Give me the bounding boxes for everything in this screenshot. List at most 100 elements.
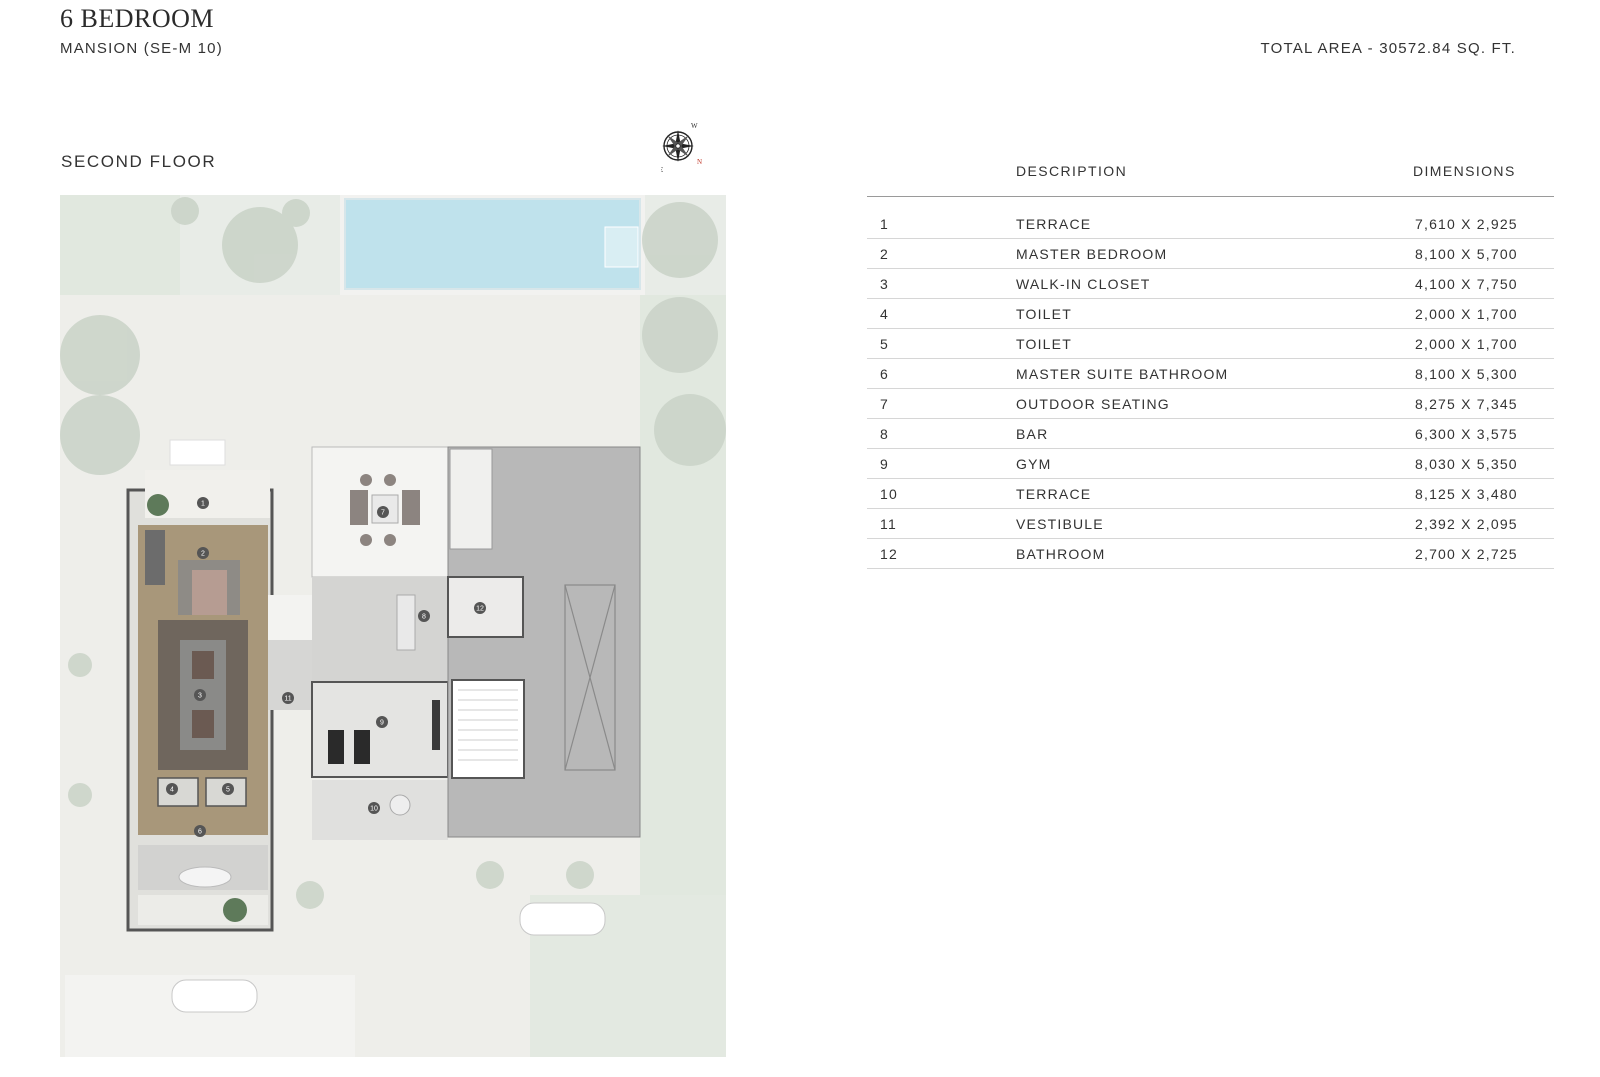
outdoor-chairs: [360, 474, 396, 546]
room-schedule-table: DESCRIPTION DIMENSIONS 1 TERRACE 7,610 X…: [867, 155, 1554, 569]
closet-ottoman-bottom: [192, 710, 214, 738]
roof-hatch: [564, 584, 616, 771]
marker-12: [474, 602, 486, 614]
marker-5-label: 5: [226, 787, 230, 794]
row-number: 2: [880, 246, 889, 262]
row-dimensions: 6,300 X 3,575: [1415, 426, 1518, 442]
row-description: TOILET: [1016, 306, 1072, 322]
compass-west: W: [691, 122, 698, 130]
table-body: 1 TERRACE 7,610 X 2,925 2 MASTER BEDROOM…: [867, 209, 1554, 569]
row-dimensions: 8,100 X 5,700: [1415, 246, 1518, 262]
table-row: 12 BATHROOM 2,700 X 2,725: [867, 539, 1554, 569]
corridor: [268, 595, 313, 640]
table-row: 8 BAR 6,300 X 3,575: [867, 419, 1554, 449]
marker-7-label: 7: [381, 510, 385, 517]
row-description: TOILET: [1016, 336, 1072, 352]
row-dimensions: 2,392 X 2,095: [1415, 516, 1518, 532]
closet-ottoman-top: [192, 651, 214, 679]
compass-icon: W S N E: [661, 122, 702, 174]
stair-treads: [458, 689, 518, 761]
row-description: BATHROOM: [1016, 546, 1106, 562]
row-number: 6: [880, 366, 889, 382]
row-description: WALK-IN CLOSET: [1016, 276, 1151, 292]
marker-11-label: 11: [284, 696, 291, 703]
table-row: 6 MASTER SUITE BATHROOM 8,100 X 5,300: [867, 359, 1554, 389]
car-top: [519, 902, 606, 936]
row-dimensions: 8,125 X 3,480: [1415, 486, 1518, 502]
page-title: 6 BEDROOM: [60, 4, 215, 33]
marker-4: [166, 783, 178, 795]
table-row: 3 WALK-IN CLOSET 4,100 X 7,750: [867, 269, 1554, 299]
header-dimensions: DIMENSIONS: [1413, 163, 1516, 179]
row-number: 3: [880, 276, 889, 292]
bottom-terrace: [138, 895, 268, 925]
car-bottom: [171, 979, 258, 1013]
row-description: VESTIBULE: [1016, 516, 1104, 532]
bathtub: [178, 866, 232, 888]
page-subtitle: MANSION (SE-M 10): [60, 40, 223, 57]
row-dimensions: 4,100 X 7,750: [1415, 276, 1518, 292]
table-row: 7 OUTDOOR SEATING 8,275 X 7,345: [867, 389, 1554, 419]
room-terrace-10: [312, 780, 448, 840]
marker-1-label: 1: [201, 501, 205, 508]
marker-3-label: 3: [198, 693, 202, 700]
marker-8-label: 8: [422, 614, 426, 621]
marker-1: [197, 497, 209, 509]
table-row: 9 GYM 8,030 X 5,350: [867, 449, 1554, 479]
row-description: GYM: [1016, 456, 1052, 472]
floor-plan: 1 2 3 4 5 6 7 8 9 10 11 12: [60, 195, 726, 1057]
marker-10-label: 10: [370, 806, 378, 813]
row-number: 10: [880, 486, 898, 502]
marker-11: [282, 692, 294, 704]
staircase: [451, 679, 525, 779]
table-row: 10 TERRACE 8,125 X 3,480: [867, 479, 1554, 509]
row-number: 8: [880, 426, 889, 442]
gym-machine-2: [354, 730, 370, 764]
landscape-trees: [60, 197, 726, 909]
marker-10: [368, 802, 380, 814]
room-markers: 1 2 3 4 5 6 7 8 9 10 11 12: [166, 497, 486, 837]
row-dimensions: 2,700 X 2,725: [1415, 546, 1518, 562]
marker-12-label: 12: [476, 606, 484, 613]
row-number: 11: [880, 516, 897, 532]
row-number: 9: [880, 456, 889, 472]
row-dimensions: 2,000 X 1,700: [1415, 306, 1518, 322]
row-dimensions: 8,030 X 5,350: [1415, 456, 1518, 472]
row-number: 12: [880, 546, 898, 562]
marker-9: [376, 716, 388, 728]
row-description: BAR: [1016, 426, 1049, 442]
planter-bottom: [223, 898, 247, 922]
row-description: TERRACE: [1016, 486, 1092, 502]
bedroom-sofa: [145, 530, 165, 585]
pool-spa: [604, 226, 639, 268]
room-toilet-4: [157, 777, 199, 807]
terrace-10-table: [389, 794, 411, 816]
terrace-1-lounger: [169, 439, 226, 466]
floor-label: SECOND FLOOR: [61, 152, 217, 171]
bar-counter: [396, 594, 416, 651]
marker-4-label: 4: [170, 787, 174, 794]
marker-5: [222, 783, 234, 795]
compass-north: N: [697, 158, 702, 166]
table-row: 11 VESTIBULE 2,392 X 2,095: [867, 509, 1554, 539]
row-number: 7: [880, 396, 889, 412]
room-bar: [312, 577, 448, 682]
marker-2: [197, 547, 209, 559]
marker-9-label: 9: [380, 720, 384, 727]
row-number: 4: [880, 306, 889, 322]
table-row: 5 TOILET 2,000 X 1,700: [867, 329, 1554, 359]
total-area: TOTAL AREA - 30572.84 SQ. FT.: [1260, 40, 1516, 57]
row-description: OUTDOOR SEATING: [1016, 396, 1170, 412]
gym-machine-1: [328, 730, 344, 764]
marker-6-label: 6: [198, 829, 202, 836]
row-description: MASTER SUITE BATHROOM: [1016, 366, 1229, 382]
bed: [192, 570, 227, 615]
lawn-left: [60, 195, 180, 295]
marker-7: [377, 506, 389, 518]
pool: [344, 198, 641, 290]
table-header: DESCRIPTION DIMENSIONS: [867, 155, 1554, 197]
header-description: DESCRIPTION: [1016, 163, 1128, 179]
row-dimensions: 8,275 X 7,345: [1415, 396, 1518, 412]
marker-2-label: 2: [201, 551, 205, 558]
outdoor-sofa-left: [350, 490, 368, 525]
